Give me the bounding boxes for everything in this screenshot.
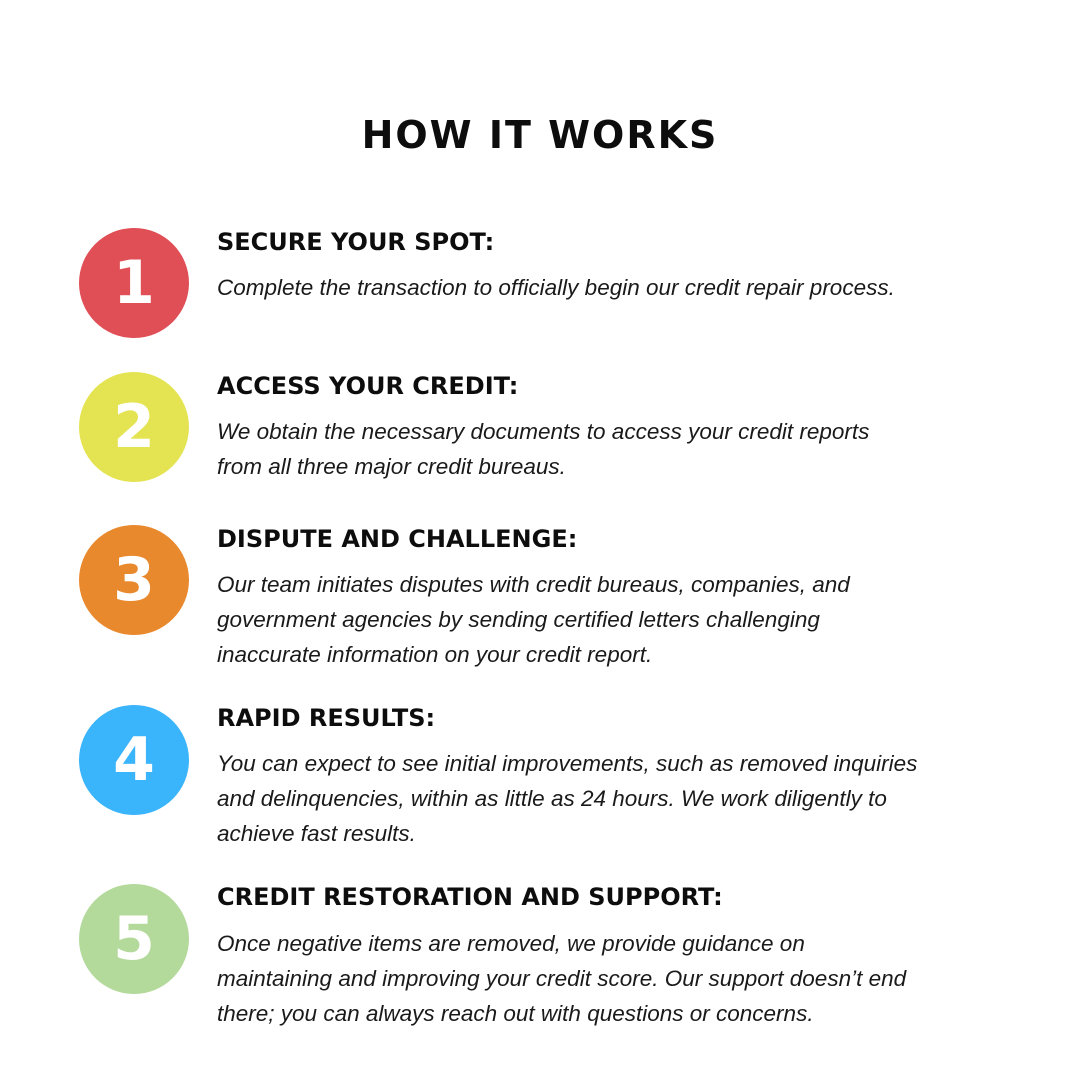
step-number: 4 — [113, 725, 155, 795]
step-description-line: Complete the transaction to officially b… — [217, 275, 895, 300]
step-number: 3 — [113, 545, 155, 615]
step-description-line: from all three major credit bureaus. — [217, 454, 566, 479]
step-number: 2 — [113, 392, 155, 462]
step-description: Our team initiates disputes with credit … — [217, 567, 1007, 672]
step-number-circle: 2 — [79, 372, 189, 482]
step-heading: DISPUTE AND CHALLENGE: — [217, 525, 578, 553]
step-description-line: We obtain the necessary documents to acc… — [217, 419, 870, 444]
step-description: We obtain the necessary documents to acc… — [217, 414, 1007, 484]
step-number-circle: 5 — [79, 884, 189, 994]
step-description-line: Our team initiates disputes with credit … — [217, 572, 850, 597]
step-description: Once negative items are removed, we prov… — [217, 926, 1007, 1031]
step-description: You can expect to see initial improvemen… — [217, 746, 1007, 851]
page-title: HOW IT WORKS — [361, 113, 719, 157]
step-description-line: Once negative items are removed, we prov… — [217, 931, 805, 956]
step-heading: SECURE YOUR SPOT: — [217, 228, 495, 256]
step-heading: CREDIT RESTORATION AND SUPPORT: — [217, 883, 723, 911]
step-description-line: there; you can always reach out with que… — [217, 1001, 814, 1026]
step-heading: ACCESS YOUR CREDIT: — [217, 372, 519, 400]
step-description-line: achieve fast results. — [217, 821, 416, 846]
step-description-line: government agencies by sending certified… — [217, 607, 820, 632]
step-number-circle: 1 — [79, 228, 189, 338]
step-description: Complete the transaction to officially b… — [217, 270, 1007, 305]
step-description-line: You can expect to see initial improvemen… — [217, 751, 918, 776]
step-number-circle: 3 — [79, 525, 189, 635]
step-description-line: maintaining and improving your credit sc… — [217, 966, 907, 991]
step-description-line: and delinquencies, within as little as 2… — [217, 786, 887, 811]
step-number: 5 — [113, 904, 155, 974]
step-heading: RAPID RESULTS: — [217, 704, 436, 732]
step-description-line: inaccurate information on your credit re… — [217, 642, 653, 667]
step-number-circle: 4 — [79, 705, 189, 815]
step-number: 1 — [113, 248, 155, 318]
